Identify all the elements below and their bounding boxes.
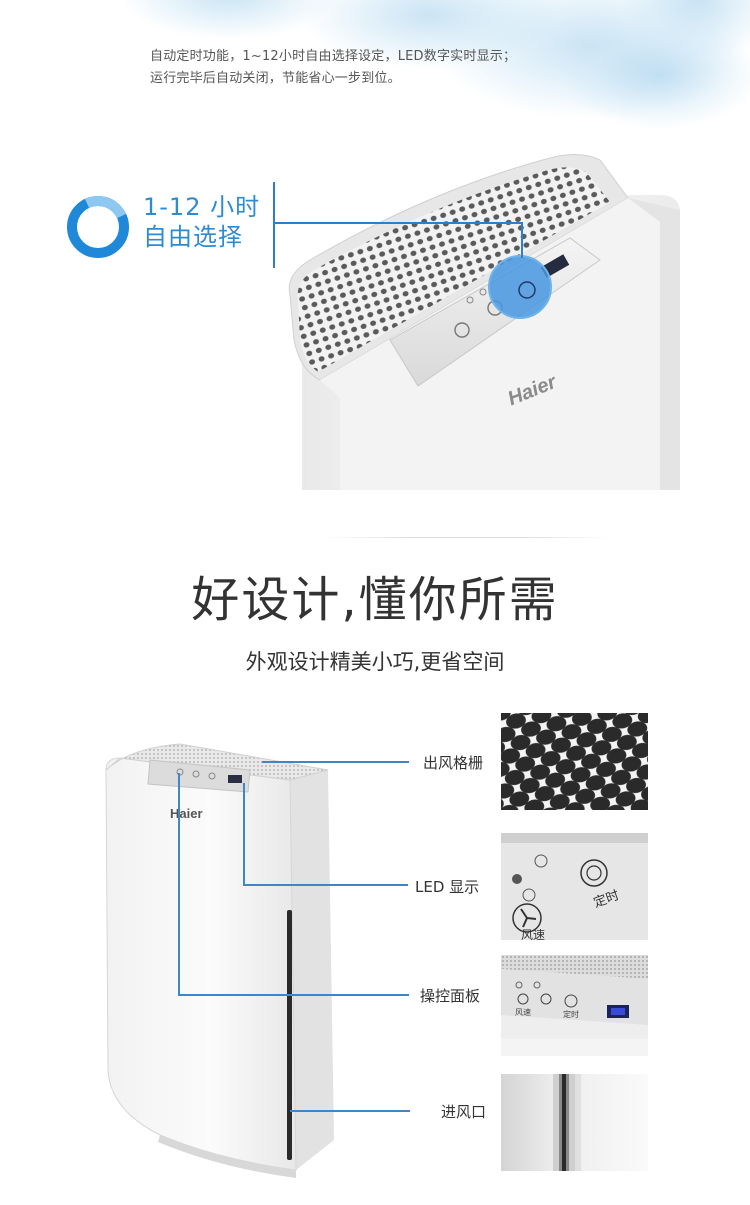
thumb-led: 定时 风速 xyxy=(501,833,648,940)
purifier-top-illustration: Haier xyxy=(288,154,680,490)
section-divider xyxy=(322,537,612,538)
timer-badge-line-2: 自由选择 xyxy=(143,223,243,251)
front-brand-logo: Haier xyxy=(170,806,203,821)
feature-label-led: LED 显示 xyxy=(415,878,480,896)
timer-badge-line-1: 1-12 小时 xyxy=(143,193,261,221)
lead-line-led xyxy=(243,884,408,886)
lead-line-panel xyxy=(178,994,409,996)
thumb-grille xyxy=(501,713,648,810)
thumb-panel-timer-text: 定时 xyxy=(563,1009,579,1019)
lead-line-intake xyxy=(290,1110,410,1112)
feature-label-intake: 进风口 xyxy=(441,1103,487,1121)
thumb-panel: 风速 定时 xyxy=(501,955,648,1056)
intro-line-2: 运行完毕后自动关闭，节能省心一步到位。 xyxy=(150,71,401,86)
thumb-led-speed-text: 风速 xyxy=(521,928,545,940)
feature-label-grille: 出风格栅 xyxy=(423,754,484,772)
section-title: 好设计,懂你所需 xyxy=(191,572,559,628)
section-subtitle: 外观设计精美小巧,更省空间 xyxy=(245,650,505,674)
feature-label-panel: 操控面板 xyxy=(420,987,481,1005)
lead-line-grille xyxy=(262,761,409,763)
thumb-intake xyxy=(501,1074,648,1171)
cloud-banner xyxy=(0,0,750,130)
callout-horizontal-line xyxy=(275,222,523,224)
purifier-full-illustration: Haier xyxy=(105,743,334,1178)
timer-badge-text: 1-12 小时 自由选择 xyxy=(143,192,260,252)
lead-vline-panel xyxy=(178,773,180,995)
intro-text: 自动定时功能，1~12小时自由选择设定，LED数字实时显示； 运行完毕后自动关闭… xyxy=(150,46,516,90)
callout-vertical-line xyxy=(273,182,275,268)
intro-line-1: 自动定时功能，1~12小时自由选择设定，LED数字实时显示； xyxy=(150,49,517,64)
lead-vline-led xyxy=(243,783,245,886)
clock-ring-icon xyxy=(67,196,129,258)
thumb-panel-speed-text: 风速 xyxy=(515,1008,531,1017)
callout-drop-line xyxy=(521,222,523,258)
